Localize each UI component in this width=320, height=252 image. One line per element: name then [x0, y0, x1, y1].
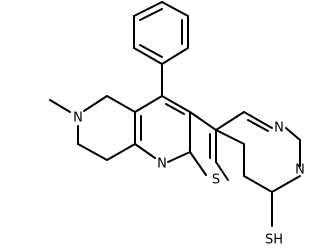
- atom-labels: N N S N N SH: [73, 111, 305, 248]
- bond: [133, 47, 163, 65]
- bond: [215, 111, 245, 131]
- bond-lines: [49, 1, 301, 227]
- bond: [139, 44, 163, 58]
- bond: [161, 95, 191, 113]
- atom-label-n-methyl: N: [73, 111, 83, 126]
- bond: [167, 151, 191, 163]
- bond: [165, 103, 185, 115]
- bond: [77, 143, 108, 161]
- bond: [215, 161, 229, 181]
- atom-label-sh: SH: [265, 233, 283, 248]
- bond: [189, 151, 207, 176]
- bond: [243, 175, 273, 193]
- atom-label-n-pyrimidine-bottom: N: [295, 163, 305, 178]
- bond: [285, 127, 301, 141]
- atom-label-n-pyridine: N: [157, 157, 167, 172]
- atom-label-n-pyrimidine-top: N: [274, 121, 284, 136]
- bond: [271, 175, 301, 193]
- bond: [139, 8, 163, 21]
- bond: [161, 1, 189, 17]
- bond: [134, 143, 156, 159]
- bond: [49, 99, 71, 113]
- bond: [133, 1, 163, 17]
- bond: [161, 47, 189, 65]
- bond: [106, 143, 136, 161]
- bond: [134, 95, 163, 113]
- bond: [189, 111, 217, 131]
- bond: [83, 95, 108, 112]
- bond: [215, 129, 245, 145]
- bond: [243, 111, 273, 129]
- bond: [247, 119, 269, 132]
- bond: [106, 95, 136, 113]
- atom-label-s-thiophene: S: [212, 173, 220, 188]
